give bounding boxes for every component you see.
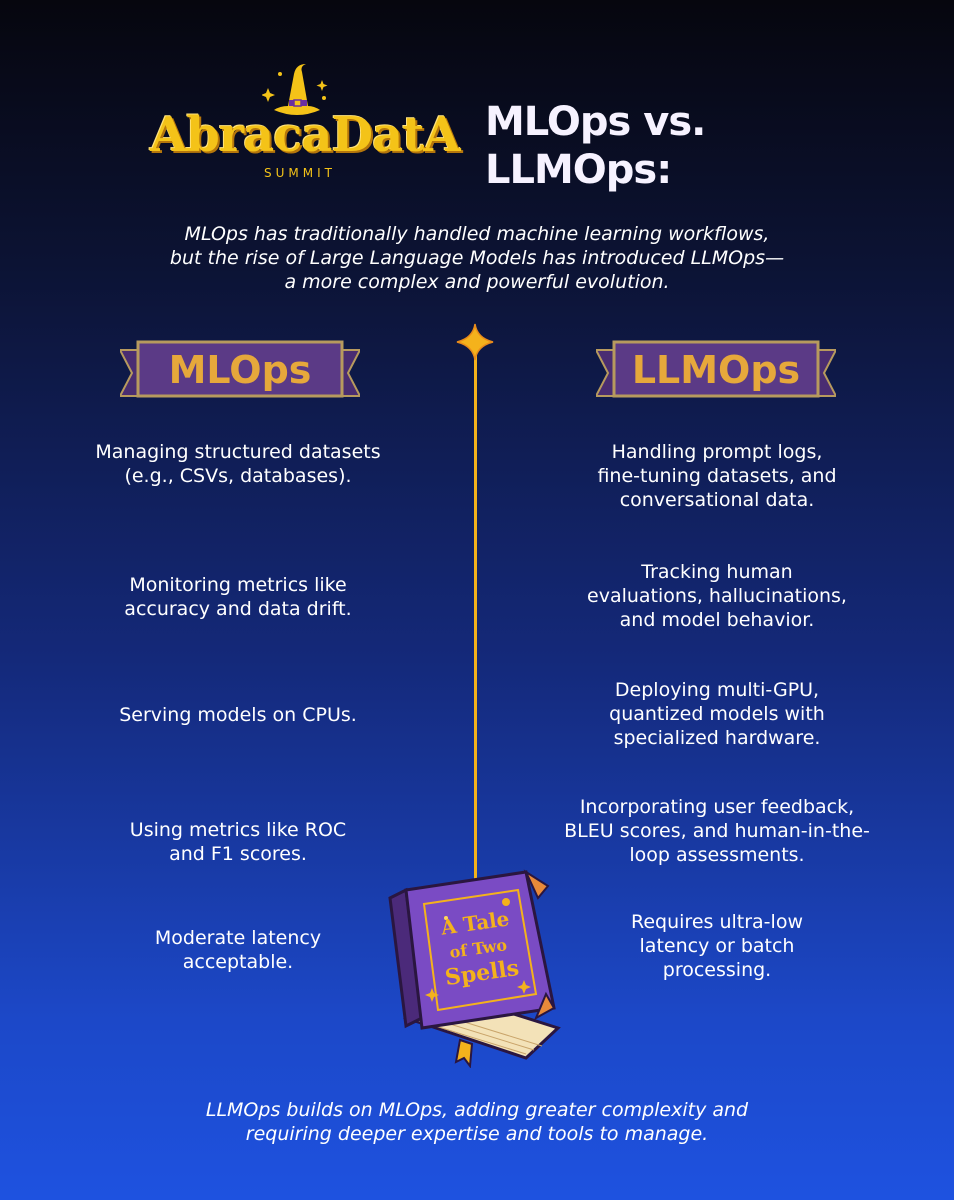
mlops-item-monitoring: Monitoring metrics like accuracy and dat… — [38, 573, 438, 621]
item-line: acceptable. — [182, 951, 294, 973]
item-line: quantized models with — [609, 703, 825, 725]
title-line-2: LLMOps: — [485, 147, 672, 193]
item-line: Incorporating user feedback, — [579, 796, 855, 818]
logo-wordmark: AbracaDatA — [150, 107, 461, 163]
footer-line-1: LLMOps builds on MLOps, adding greater c… — [205, 1099, 749, 1121]
item-line: Deploying multi-GPU, — [614, 679, 820, 701]
intro-line-3: a more complex and powerful evolution. — [284, 271, 670, 293]
item-line: Requires ultra-low — [631, 911, 803, 933]
wizard-hat-icon — [262, 64, 328, 115]
ribbon-shape — [594, 340, 838, 398]
title-line-1: MLOps vs. — [485, 99, 706, 145]
llmops-item-latency: Requires ultra-low latency or batch proc… — [517, 910, 917, 982]
item-line: Handling prompt logs, — [611, 441, 823, 463]
mlops-item-metrics: Using metrics like ROC and F1 scores. — [38, 818, 438, 866]
item-line: conversational data. — [619, 489, 815, 511]
item-line: processing. — [662, 959, 772, 981]
mlops-item-datasets: Managing structured datasets (e.g., CSVs… — [38, 440, 438, 488]
item-line: Managing structured datasets — [95, 441, 381, 463]
item-line: Serving models on CPUs. — [119, 704, 357, 726]
footer-line-2: requiring deeper expertise and tools to … — [245, 1123, 709, 1145]
llmops-item-tracking: Tracking human evaluations, hallucinatio… — [517, 560, 917, 632]
mlops-item-latency: Moderate latency acceptable. — [38, 926, 438, 974]
footer-summary: LLMOps builds on MLOps, adding greater c… — [80, 1098, 874, 1146]
item-line: (e.g., CSVs, databases). — [124, 465, 352, 487]
item-line: evaluations, hallucinations, — [587, 585, 847, 607]
llmops-item-datasets: Handling prompt logs, fine-tuning datase… — [517, 440, 917, 512]
llmops-banner-label: LLMOps — [631, 348, 801, 392]
spellbook-illustration: A Tale of Two Spells — [388, 869, 561, 1068]
mlops-item-serving: Serving models on CPUs. — [38, 703, 438, 727]
item-line: Moderate latency — [154, 927, 322, 949]
item-line: Monitoring metrics like — [129, 574, 347, 596]
abracadata-logo: AbracaDatA SUMMIT — [150, 62, 461, 182]
item-line: fine-tuning datasets, and — [597, 465, 837, 487]
item-line: BLEU scores, and human-in-the- — [564, 820, 870, 842]
item-line: accuracy and data drift. — [124, 598, 352, 620]
item-line: loop assessments. — [629, 844, 805, 866]
intro-line-1: MLOps has traditionally handled machine … — [184, 223, 770, 245]
item-line: latency or batch — [639, 935, 795, 957]
item-line: and F1 scores. — [169, 843, 307, 865]
llmops-item-feedback: Incorporating user feedback, BLEU scores… — [517, 795, 917, 867]
item-line: specialized hardware. — [613, 727, 821, 749]
llmops-banner: LLMOps — [594, 336, 838, 406]
intro-paragraph: MLOps has traditionally handled machine … — [80, 222, 874, 294]
mlops-banner: MLOps — [118, 336, 362, 406]
center-divider-line — [474, 350, 477, 905]
llmops-item-deploying: Deploying multi-GPU, quantized models wi… — [517, 678, 917, 750]
item-line: Tracking human — [641, 561, 793, 583]
logo-subtitle: SUMMIT — [264, 166, 336, 180]
page-title: MLOps vs. LLMOps: — [485, 98, 845, 194]
mlops-banner-label: MLOps — [168, 348, 312, 392]
ribbon-shape — [118, 340, 362, 398]
item-line: Using metrics like ROC — [129, 819, 347, 841]
sparkle-star-icon — [456, 323, 494, 361]
intro-line-2: but the rise of Large Language Models ha… — [169, 247, 785, 269]
item-line: and model behavior. — [619, 609, 815, 631]
